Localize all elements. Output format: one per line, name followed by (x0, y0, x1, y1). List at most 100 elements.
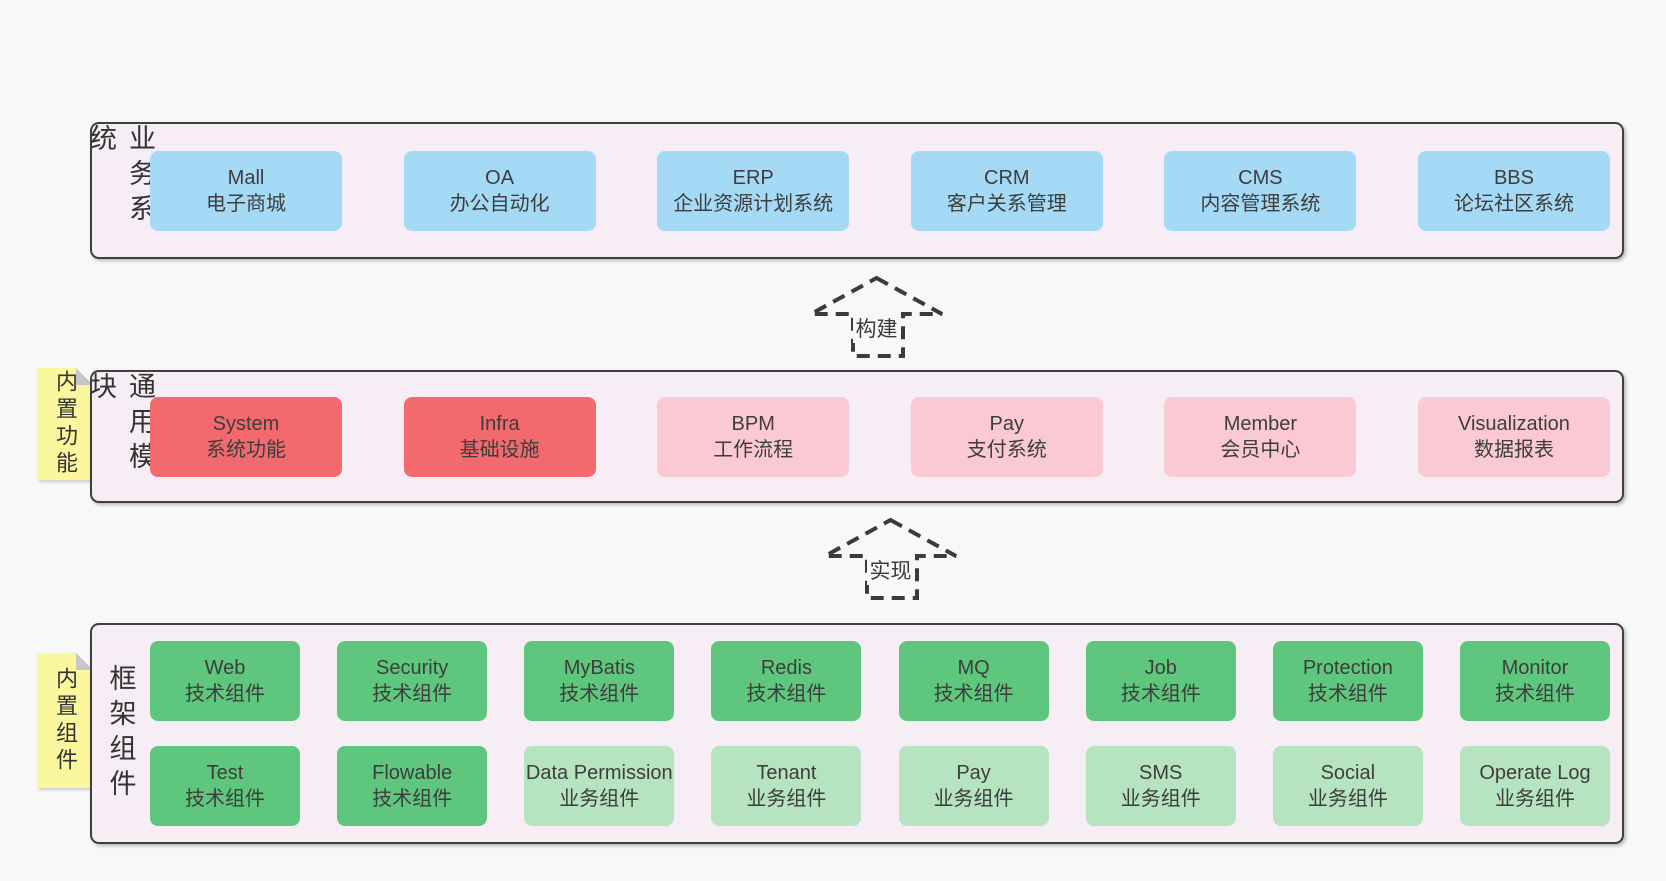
box-subtitle: 工作流程 (713, 438, 794, 461)
box-security: Security 技术组件 (337, 641, 488, 721)
box-cms: CMS 内容管理系统 (1164, 150, 1357, 231)
box-bbs: BBS 论坛社区系统 (1417, 150, 1610, 231)
box-erp: ERP 企业资源计划系统 (657, 150, 850, 231)
box-row: Web 技术组件 Security 技术组件 MyBatis 技术组件 Redi… (150, 641, 1610, 721)
box-subtitle: 业务组件 (746, 788, 827, 810)
box-subtitle: 业务组件 (1494, 788, 1575, 810)
box-subtitle: 电子商城 (206, 192, 286, 215)
box-subtitle: 内容管理系统 (1200, 192, 1321, 215)
box-subtitle: 数据报表 (1473, 438, 1554, 461)
box-name: Pay (989, 412, 1025, 435)
sticky-built-in-components-label: 内置组件 (53, 666, 78, 775)
box-visualization: Visualization 数据报表 (1417, 396, 1610, 477)
box-subtitle: 办公自动化 (449, 192, 550, 215)
box-subtitle: 企业资源计划系统 (673, 192, 834, 215)
box-name: ERP (732, 166, 774, 189)
box-name: Social (1320, 762, 1376, 784)
box-name: Test (206, 762, 244, 784)
box-row: System 系统功能 Infra 基础设施 BPM 工作流程 Pay 支付系统… (150, 396, 1610, 477)
implement-arrow: 实现 (822, 517, 959, 601)
box-name: Tenant (756, 762, 817, 784)
box-name: Protection (1302, 657, 1393, 679)
box-crm: CRM 客户关系管理 (910, 150, 1103, 231)
box-subtitle: 业务组件 (1307, 788, 1388, 810)
band-business-systems-label: 业务系统 (86, 124, 155, 229)
box-subtitle: 论坛社区系统 (1453, 192, 1574, 215)
box-row: Mall 电子商城 OA 办公自动化 ERP 企业资源计划系统 CRM 客户关系… (150, 150, 1610, 231)
box-name: Mall (227, 166, 265, 189)
box-sms: SMS 业务组件 (1085, 746, 1236, 826)
box-name: Operate Log (1479, 762, 1591, 784)
up-block-arrow-icon (810, 275, 943, 358)
band-common-modules-label: 通用模块 (86, 372, 155, 477)
box-subtitle: 技术组件 (185, 788, 265, 810)
build-arrow: 构建 (808, 275, 945, 359)
box-name: Data Permission (525, 762, 673, 784)
box-pay-module: Pay 支付系统 (910, 396, 1103, 477)
box-web: Web 技术组件 (150, 641, 300, 721)
box-subtitle: 技术组件 (559, 683, 640, 705)
band-framework-components-label: 框架组件 (105, 663, 136, 804)
box-subtitle: 技术组件 (372, 788, 453, 810)
sticky-built-in-features-label: 内置功能 (53, 370, 78, 478)
box-name: Redis (760, 657, 812, 679)
box-subtitle: 业务组件 (933, 788, 1014, 810)
band-business-systems: 业务系统 Mall 电子商城 OA 办公自动化 ERP 企业资源计划系统 CRM… (86, 122, 1624, 259)
box-monitor: Monitor 技术组件 (1459, 641, 1610, 721)
box-name: MyBatis (563, 657, 635, 679)
box-infra: Infra 基础设施 (403, 396, 596, 477)
box-name: BPM (731, 412, 775, 435)
box-social: Social 业务组件 (1272, 746, 1423, 826)
box-name: SMS (1139, 762, 1183, 784)
band-framework-components: 框架组件 Web 技术组件 Security 技术组件 MyBatis 技术组件… (90, 623, 1624, 844)
box-subtitle: 技术组件 (185, 683, 265, 705)
box-name: BBS (1493, 166, 1534, 189)
box-mybatis: MyBatis 技术组件 (524, 641, 675, 721)
sticky-built-in-features: 内置功能 (37, 368, 93, 480)
box-subtitle: 业务组件 (1120, 788, 1201, 810)
box-name: Flowable (372, 762, 453, 784)
box-name: Member (1223, 412, 1298, 435)
box-subtitle: 技术组件 (1494, 683, 1575, 705)
build-arrow-label: 构建 (852, 313, 901, 343)
box-subtitle: 客户关系管理 (946, 192, 1067, 215)
box-name: CRM (984, 166, 1030, 189)
band-framework-components-rows: Web 技术组件 Security 技术组件 MyBatis 技术组件 Redi… (150, 625, 1622, 842)
box-name: Job (1144, 657, 1177, 679)
box-name: CMS (1238, 166, 1283, 189)
box-mq: MQ 技术组件 (898, 641, 1049, 721)
sticky-built-in-components: 内置组件 (37, 653, 93, 788)
box-bpm: BPM 工作流程 (657, 396, 850, 477)
box-name: Monitor (1501, 657, 1569, 679)
band-common-modules-rows: System 系统功能 Infra 基础设施 BPM 工作流程 Pay 支付系统… (150, 372, 1622, 501)
box-subtitle: 基础设施 (459, 438, 540, 461)
box-protection: Protection 技术组件 (1272, 641, 1423, 721)
box-subtitle: 技术组件 (746, 683, 827, 705)
band-business-systems-rows: Mall 电子商城 OA 办公自动化 ERP 企业资源计划系统 CRM 客户关系… (150, 124, 1622, 257)
box-name: System (212, 412, 280, 435)
box-name: Web (204, 657, 246, 679)
box-name: Visualization (1458, 412, 1570, 435)
box-name: Infra (479, 412, 520, 435)
box-member: Member 会员中心 (1164, 396, 1357, 477)
box-mall: Mall 电子商城 (150, 150, 342, 231)
box-system: System 系统功能 (150, 396, 342, 477)
box-name: Security (376, 657, 449, 679)
box-job: Job 技术组件 (1085, 641, 1236, 721)
box-tenant: Tenant 业务组件 (711, 746, 862, 826)
box-name: OA (485, 166, 515, 189)
box-subtitle: 业务组件 (559, 788, 640, 810)
box-subtitle: 技术组件 (933, 683, 1014, 705)
box-redis: Redis 技术组件 (711, 641, 862, 721)
implement-arrow-label: 实现 (866, 555, 915, 585)
box-data-permission: Data Permission 业务组件 (524, 746, 675, 826)
up-block-arrow-icon (824, 517, 957, 600)
box-flowable: Flowable 技术组件 (337, 746, 488, 826)
box-subtitle: 技术组件 (372, 683, 453, 705)
box-pay-component: Pay 业务组件 (898, 746, 1049, 826)
box-operate-log: Operate Log 业务组件 (1459, 746, 1610, 826)
box-subtitle: 支付系统 (966, 438, 1047, 461)
box-subtitle: 技术组件 (1307, 683, 1388, 705)
box-test: Test 技术组件 (150, 746, 300, 826)
